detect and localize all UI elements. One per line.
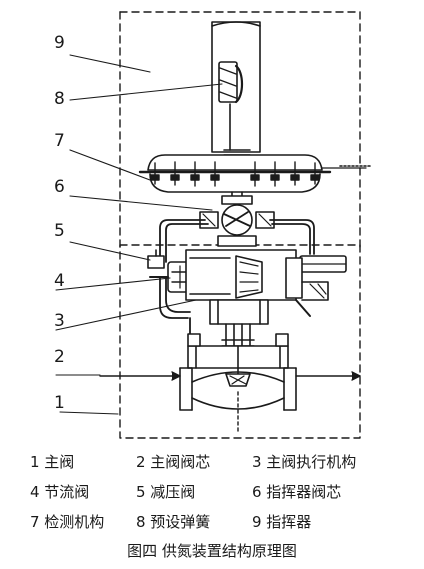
callout-2: 2	[54, 347, 65, 367]
legend-item: 2 主阀阀芯	[136, 453, 211, 471]
impulse-tubing	[159, 219, 315, 351]
main-valve-dashed-boundary	[119, 244, 361, 439]
flow-arrows	[99, 371, 361, 433]
callout-1: 1	[54, 393, 65, 413]
callout-6: 6	[54, 177, 65, 197]
callout-3: 3	[54, 311, 65, 331]
main-valve-core	[225, 345, 251, 387]
callout-8: 8	[54, 89, 65, 109]
legend-item: 1 主阀	[30, 453, 75, 471]
pressure-reducing-valve	[147, 249, 165, 269]
legend-item: 6 指挥器阀芯	[252, 483, 342, 501]
main-actuator	[185, 249, 297, 347]
legend-item: 3 主阀执行机构	[252, 453, 357, 471]
callout-4: 4	[54, 271, 65, 291]
pilot-spring-housing	[211, 21, 261, 156]
legend-item: 5 减压阀	[136, 483, 196, 501]
figure-caption: 图四 供氮装置结构原理图	[127, 542, 297, 560]
callout-5: 5	[54, 221, 65, 241]
side-regulator	[285, 255, 347, 317]
detection-diaphragm	[138, 154, 371, 193]
callout-9: 9	[54, 33, 65, 53]
callout-7: 7	[54, 131, 65, 151]
pilot-stem	[221, 191, 253, 205]
legend-item: 9 指挥器	[252, 513, 312, 531]
valve-structure-diagram: 9 8 7 6 5 4 3 2 1	[54, 11, 371, 439]
legend-item: 4 节流阀	[30, 483, 90, 501]
parts-legend: 1 主阀 2 主阀阀芯 3 主阀执行机构 4 节流阀 5 减压阀 6 指挥器阀芯…	[0, 450, 424, 569]
pilot-valve-core	[199, 204, 275, 247]
pilot-dashed-boundary	[119, 11, 361, 251]
legend-item: 8 预设弹簧	[136, 513, 211, 531]
legend-item: 7 检测机构	[30, 513, 105, 531]
callout-leaders	[55, 54, 223, 415]
